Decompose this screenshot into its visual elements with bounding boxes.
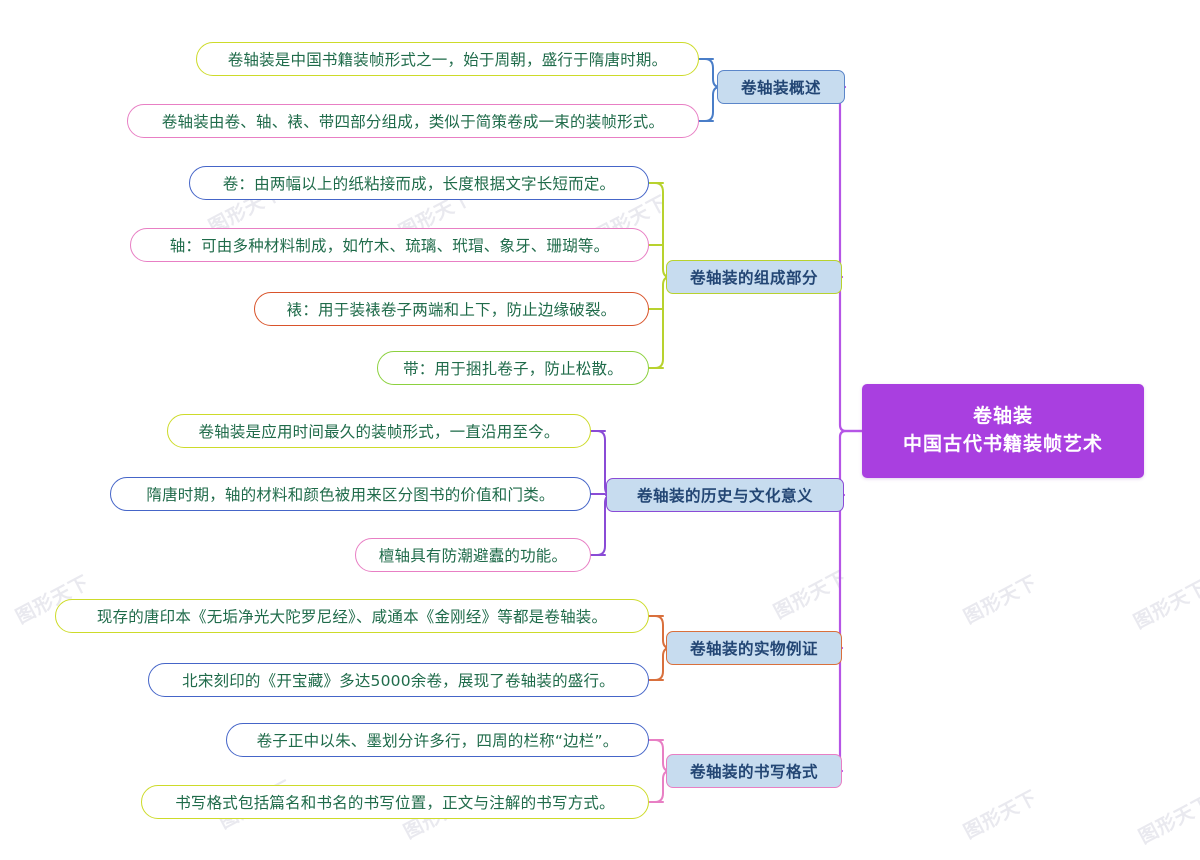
watermark: 图形天下 <box>1135 791 1200 849</box>
leaf-label: 卷：由两幅以上的纸粘接而成，长度根据文字长短而定。 <box>222 175 616 193</box>
leaf-label: 裱：用于装裱卷子两端和上下，防止边缘破裂。 <box>286 301 617 319</box>
leaf-label: 隋唐时期，轴的材料和颜色被用来区分图书的价值和门类。 <box>146 486 555 504</box>
leaf-node[interactable]: 现存的唐印本《无垢净光大陀罗尼经》、咸通本《金刚经》等都是卷轴装。 <box>55 599 649 633</box>
branch-node-components[interactable]: 卷轴装的组成部分 <box>666 260 842 294</box>
watermark: 图形天下 <box>770 566 852 624</box>
watermark: 图形天下 <box>960 786 1042 844</box>
branch-label: 卷轴装的历史与文化意义 <box>636 487 813 505</box>
leaf-label: 卷轴装是应用时间最久的装帧形式，一直沿用至今。 <box>198 423 560 441</box>
connector <box>832 85 864 433</box>
leaf-node[interactable]: 裱：用于装裱卷子两端和上下，防止边缘破裂。 <box>254 292 649 326</box>
branch-node-evidence[interactable]: 卷轴装的实物例证 <box>666 631 842 665</box>
leaf-node[interactable]: 卷：由两幅以上的纸粘接而成，长度根据文字长短而定。 <box>189 166 649 200</box>
leaf-node[interactable]: 卷轴装是应用时间最久的装帧形式，一直沿用至今。 <box>167 414 591 448</box>
leaf-label: 轴：可由多种材料制成，如竹木、琉璃、玳瑁、象牙、珊瑚等。 <box>169 237 610 255</box>
leaf-node[interactable]: 檀轴具有防潮避蠹的功能。 <box>355 538 591 572</box>
leaf-label: 带：用于捆扎卷子，防止松散。 <box>403 360 623 378</box>
leaf-label: 现存的唐印本《无垢净光大陀罗尼经》、咸通本《金刚经》等都是卷轴装。 <box>96 608 608 626</box>
leaf-label: 卷轴装是中国书籍装帧形式之一，始于周朝，盛行于隋唐时期。 <box>227 51 668 69</box>
leaf-node[interactable]: 隋唐时期，轴的材料和颜色被用来区分图书的价值和门类。 <box>110 477 591 511</box>
root-node[interactable]: 卷轴装中国古代书籍装帧艺术 <box>862 384 1144 478</box>
branch-label: 卷轴装的书写格式 <box>689 763 818 781</box>
leaf-node[interactable]: 带：用于捆扎卷子，防止松散。 <box>377 351 649 385</box>
leaf-node[interactable]: 轴：可由多种材料制成，如竹木、琉璃、玳瑁、象牙、珊瑚等。 <box>130 228 649 262</box>
leaf-node[interactable]: 北宋刻印的《开宝藏》多达5000余卷，展现了卷轴装的盛行。 <box>148 663 649 697</box>
branch-label: 卷轴装的实物例证 <box>689 640 818 658</box>
branch-node-overview[interactable]: 卷轴装概述 <box>717 70 845 104</box>
leaf-node[interactable]: 卷轴装是中国书籍装帧形式之一，始于周朝，盛行于隋唐时期。 <box>196 42 699 76</box>
branch-node-history[interactable]: 卷轴装的历史与文化意义 <box>606 478 844 512</box>
leaf-node[interactable]: 卷子正中以朱、墨划分许多行，四周的栏称“边栏”。 <box>226 723 649 757</box>
watermark: 图形天下 <box>1130 576 1200 634</box>
leaf-label: 檀轴具有防潮避蠹的功能。 <box>378 547 568 565</box>
leaf-label: 卷轴装由卷、轴、裱、带四部分组成，类似于简策卷成一束的装帧形式。 <box>161 113 665 131</box>
leaf-node[interactable]: 卷轴装由卷、轴、裱、带四部分组成，类似于简策卷成一束的装帧形式。 <box>127 104 699 138</box>
leaf-label: 北宋刻印的《开宝藏》多达5000余卷，展现了卷轴装的盛行。 <box>182 672 615 690</box>
branch-node-writing[interactable]: 卷轴装的书写格式 <box>666 754 842 788</box>
root-title-line-1: 卷轴装 <box>972 405 1033 428</box>
branch-label: 卷轴装的组成部分 <box>689 269 818 287</box>
leaf-node[interactable]: 书写格式包括篇名和书名的书写位置，正文与注解的书写方式。 <box>141 785 649 819</box>
branch-label: 卷轴装概述 <box>740 79 821 97</box>
watermark: 图形天下 <box>960 571 1042 629</box>
root-title-line-2: 中国古代书籍装帧艺术 <box>902 433 1103 455</box>
leaf-label: 卷子正中以朱、墨划分许多行，四周的栏称“边栏”。 <box>256 732 619 750</box>
leaf-label: 书写格式包括篇名和书名的书写位置，正文与注解的书写方式。 <box>175 794 615 812</box>
